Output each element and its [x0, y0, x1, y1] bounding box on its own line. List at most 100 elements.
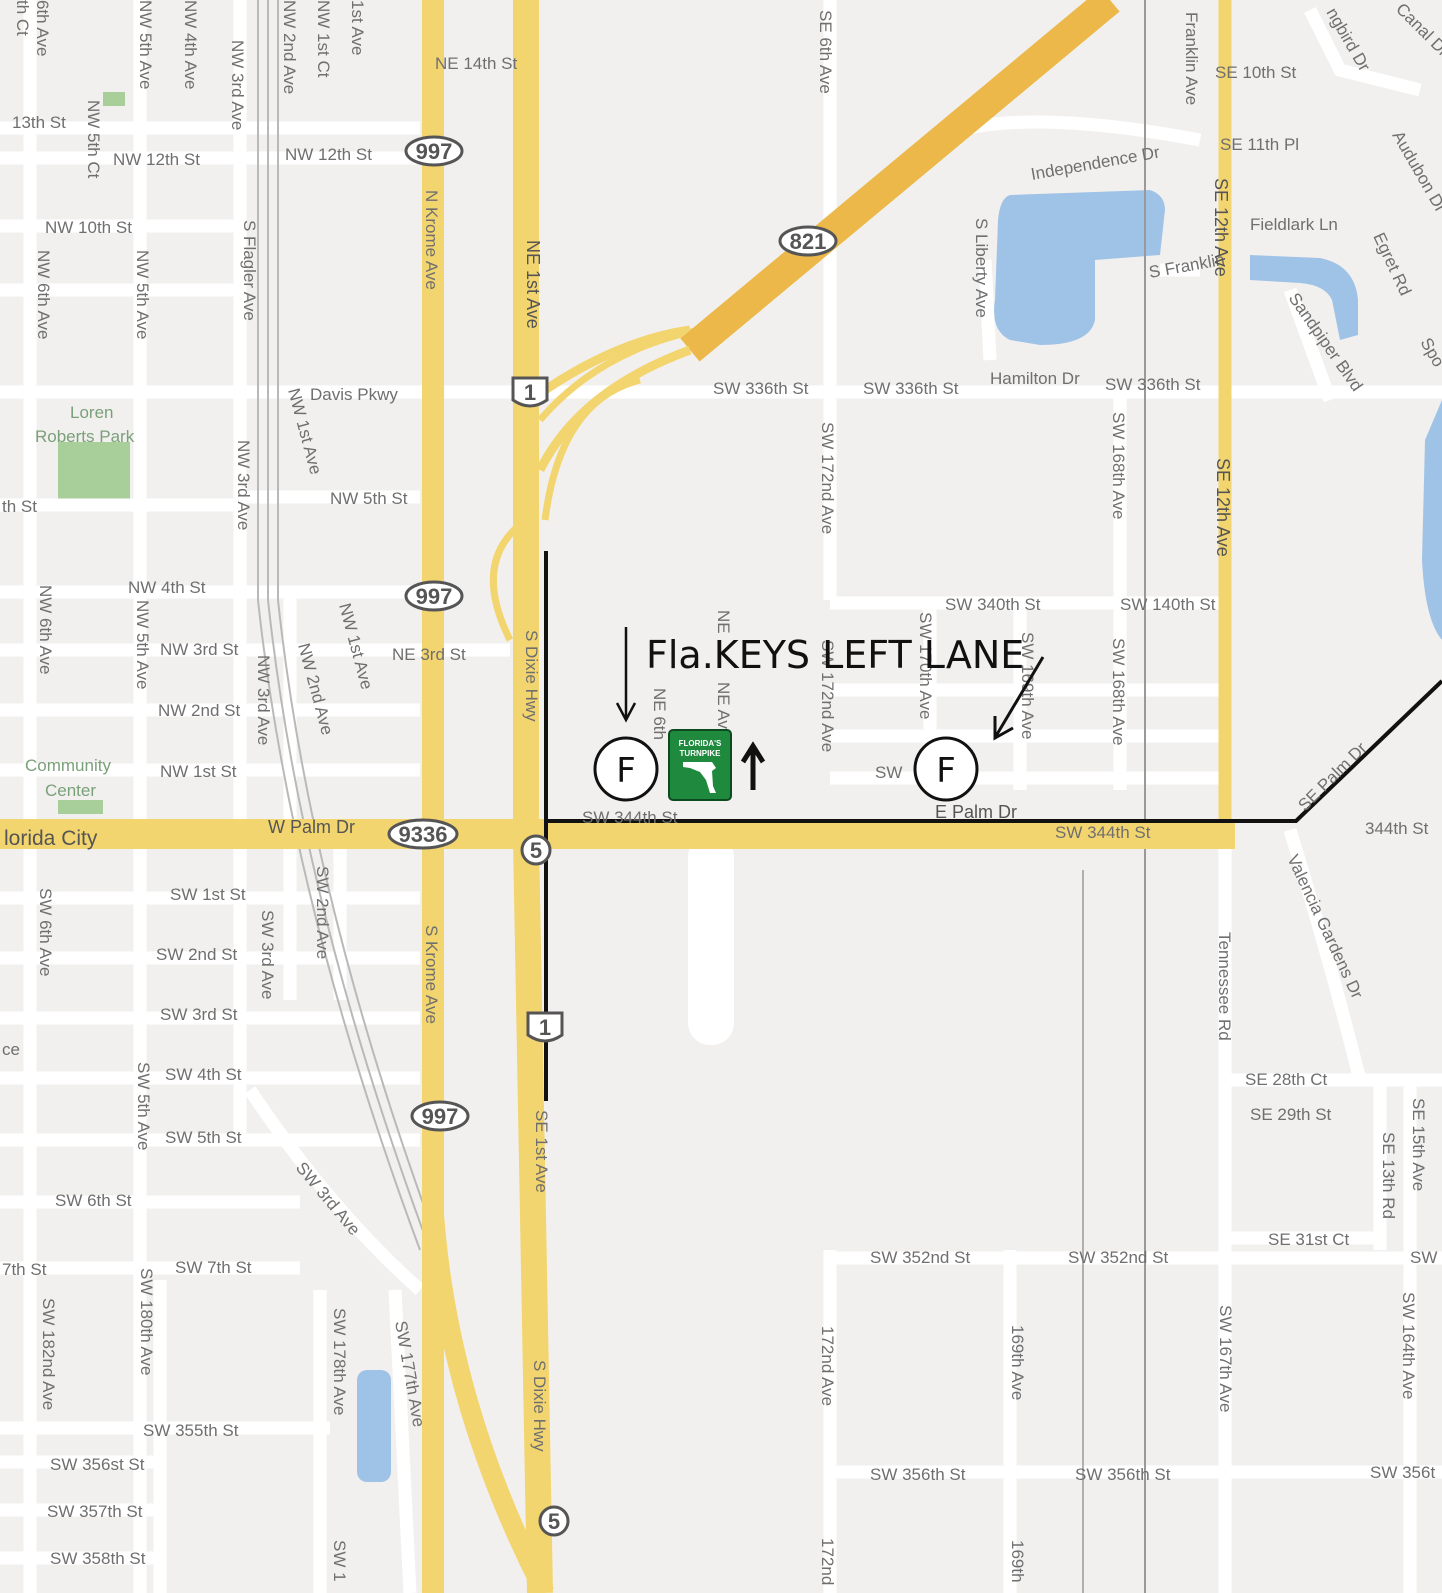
svg-text:SW: SW — [1410, 1248, 1437, 1267]
svg-text:NE 1st Ave: NE 1st Ave — [523, 240, 543, 329]
svg-text:NW 12th St: NW 12th St — [285, 145, 372, 164]
svg-text:SW 3rd Ave: SW 3rd Ave — [258, 910, 277, 999]
svg-text:NW 2nd Ave: NW 2nd Ave — [280, 0, 299, 94]
svg-text:NW 5th Ave: NW 5th Ave — [133, 600, 152, 689]
svg-text:S Dixie Hwy: S Dixie Hwy — [522, 630, 541, 722]
svg-text:SE 12th Ave: SE 12th Ave — [1213, 458, 1233, 557]
lake-main — [994, 190, 1165, 345]
street-labels: lorida City Loren Roberts Park Community… — [2, 54, 1437, 1568]
svg-text:SW 167th Ave: SW 167th Ave — [1216, 1305, 1235, 1412]
svg-text:SW 340th St: SW 340th St — [945, 595, 1041, 614]
arrow-diagonal-icon — [993, 656, 1045, 741]
svg-text:FLORIDA'S: FLORIDA'S — [679, 739, 722, 748]
svg-text:SW 344th St: SW 344th St — [582, 808, 678, 827]
svg-text:NW 5th St: NW 5th St — [330, 489, 408, 508]
community-area — [58, 800, 103, 814]
svg-text:SE 31st Ct: SE 31st Ct — [1268, 1230, 1350, 1249]
svg-text:NW 2nd St: NW 2nd St — [158, 701, 240, 720]
svg-text:Fieldlark Ln: Fieldlark Ln — [1250, 215, 1338, 234]
svg-text:SW 336th St: SW 336th St — [863, 379, 959, 398]
svg-text:S Liberty Ave: S Liberty Ave — [972, 218, 991, 318]
svg-text:SW 2nd Ave: SW 2nd Ave — [313, 866, 332, 959]
svg-text:SW 172nd Ave: SW 172nd Ave — [818, 422, 837, 534]
f-marker-right: F — [913, 736, 979, 802]
park-label-2: Roberts Park — [35, 427, 135, 446]
svg-text:NE 3rd St: NE 3rd St — [392, 645, 466, 664]
annotation-overlay: Fla.KEYS LEFT LANE F F FLORIDA' — [593, 627, 1045, 802]
svg-text:SW 3rd St: SW 3rd St — [160, 1005, 238, 1024]
turnpike-expressway — [680, 0, 1120, 362]
svg-text:SW 4th St: SW 4th St — [165, 1065, 242, 1084]
svg-text:NE 14th St: NE 14th St — [435, 54, 517, 73]
community-label-1: Community — [25, 756, 111, 775]
svg-text:SW 352nd St: SW 352nd St — [1068, 1248, 1168, 1267]
svg-text:SW 356th St: SW 356th St — [1075, 1465, 1171, 1484]
shield-sr997-bot: 997 — [410, 1100, 470, 1132]
svg-text:SE 15th Ave: SE 15th Ave — [1409, 1098, 1428, 1191]
pond-south — [357, 1370, 391, 1482]
svg-text:SW 344th St: SW 344th St — [1055, 823, 1151, 842]
svg-text:SE 28th Ct: SE 28th Ct — [1245, 1070, 1327, 1089]
svg-text:F: F — [616, 751, 636, 791]
svg-text:SW 164th Ave: SW 164th Ave — [1399, 1292, 1418, 1399]
svg-text:SW 5th Ave: SW 5th Ave — [134, 1062, 153, 1151]
arrow-up-icon — [740, 741, 766, 790]
svg-text:Hamilton Dr: Hamilton Dr — [990, 369, 1080, 388]
svg-text:SW 2nd St: SW 2nd St — [156, 945, 238, 964]
svg-text:W Palm Dr: W Palm Dr — [268, 817, 355, 837]
svg-text:NW 3rd Ave: NW 3rd Ave — [234, 440, 253, 530]
svg-text:ce: ce — [2, 1040, 20, 1059]
svg-text:9336: 9336 — [399, 822, 448, 847]
minor-streets-vertical — [23, 0, 1422, 1593]
svg-text:SW 355th St: SW 355th St — [143, 1421, 239, 1440]
svg-text:SW 168th Ave: SW 168th Ave — [1109, 638, 1128, 745]
svg-text:821: 821 — [790, 229, 827, 254]
svg-text:NW 3rd St: NW 3rd St — [160, 640, 239, 659]
svg-text:SE 13th Rd: SE 13th Rd — [1379, 1132, 1398, 1219]
svg-text:1st Ave: 1st Ave — [348, 0, 367, 55]
svg-text:NE: NE — [714, 610, 733, 634]
svg-text:SW 1: SW 1 — [330, 1540, 349, 1582]
svg-text:NW 6th Ave: NW 6th Ave — [34, 250, 53, 339]
svg-text:SW 356th St: SW 356th St — [870, 1465, 966, 1484]
svg-text:5: 5 — [530, 838, 542, 863]
svg-text:TURNPIKE: TURNPIKE — [680, 749, 722, 758]
svg-text:NW 6th Ave: NW 6th Ave — [36, 585, 55, 674]
svg-text:NE 6th: NE 6th — [650, 688, 669, 740]
shield-sr5-top: 5 — [520, 834, 552, 866]
svg-text:169th Ave: 169th Ave — [1008, 1325, 1027, 1400]
shield-us1-top: 1 — [511, 376, 549, 408]
svg-text:NW 1st Ct: NW 1st Ct — [314, 0, 333, 78]
svg-text:SW 7th St: SW 7th St — [175, 1258, 252, 1277]
svg-text:SE 11th Pl: SE 11th Pl — [1220, 135, 1299, 154]
svg-text:SW 6th Ave: SW 6th Ave — [36, 888, 55, 977]
svg-text:SW 170th Ave: SW 170th Ave — [916, 612, 935, 719]
svg-text:SW 358th St: SW 358th St — [50, 1549, 146, 1568]
svg-text:Franklin Ave: Franklin Ave — [1182, 12, 1201, 105]
svg-text:SE 10th St: SE 10th St — [1215, 63, 1297, 82]
svg-text:6th Ave: 6th Ave — [33, 0, 52, 56]
shield-us1-bot: 1 — [526, 1011, 564, 1043]
svg-text:NW 3rd Ave: NW 3rd Ave — [254, 655, 273, 745]
svg-text:1: 1 — [539, 1015, 551, 1040]
svg-text:NW 12th St: NW 12th St — [113, 150, 200, 169]
turnpike-ramp-curve — [535, 345, 692, 473]
shield-sr997-top: 997 — [404, 135, 464, 167]
svg-text:NW 1st St: NW 1st St — [160, 762, 237, 781]
svg-text:SW 180th Ave: SW 180th Ave — [137, 1268, 156, 1375]
svg-text:SE 6th Ave: SE 6th Ave — [816, 10, 835, 94]
railroad — [257, 0, 441, 1251]
svg-text:F: F — [936, 751, 956, 791]
svg-text:NW 5th Ave: NW 5th Ave — [133, 250, 152, 339]
svg-text:NW 10th St: NW 10th St — [45, 218, 132, 237]
svg-text:NW 3rd Ave: NW 3rd Ave — [228, 40, 247, 130]
svg-text:SE 12th Ave: SE 12th Ave — [1211, 178, 1231, 277]
svg-text:5: 5 — [548, 1509, 560, 1534]
arrow-down-icon — [615, 627, 637, 723]
svg-text:7th St: 7th St — [2, 1260, 47, 1279]
turnpike-sign-icon: FLORIDA'S TURNPIKE — [668, 729, 732, 801]
svg-text:SW 178th Ave: SW 178th Ave — [330, 1308, 349, 1415]
park-label-1: Loren — [70, 403, 113, 422]
lake-east — [1250, 255, 1358, 340]
